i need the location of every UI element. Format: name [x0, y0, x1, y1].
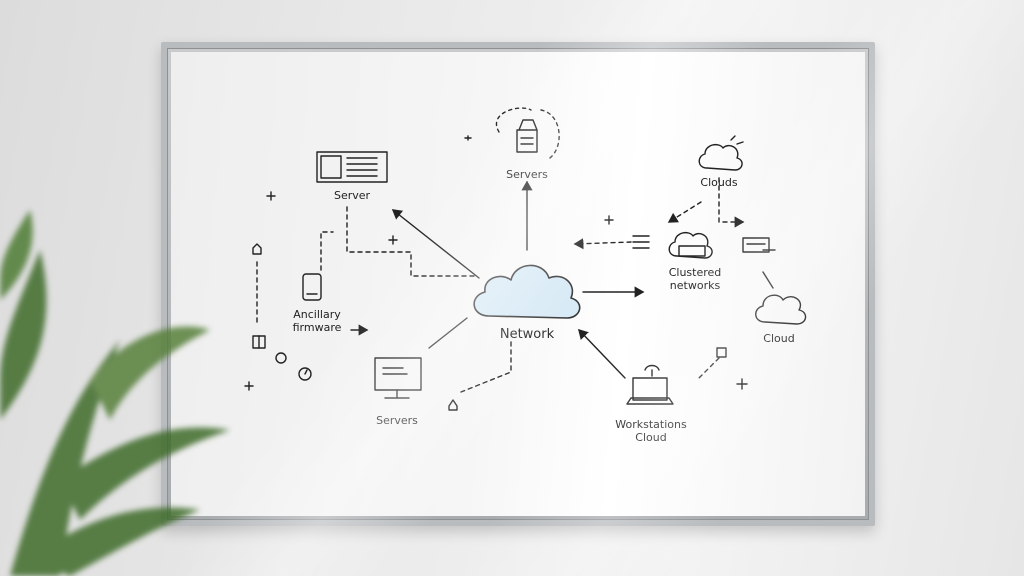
phone-icon — [302, 273, 322, 301]
label-ancillary-line1: Ancillary — [293, 308, 341, 321]
arrow-from-laptop — [578, 328, 626, 379]
monitor-icon — [374, 357, 422, 399]
list-icon — [632, 235, 650, 249]
home-icon — [448, 399, 458, 411]
dashed-link-cloud-right — [698, 357, 720, 379]
circle-icon — [275, 352, 287, 364]
label-workstations-line1: Workstations — [615, 418, 687, 431]
label-servers-bottom: Servers — [376, 414, 418, 427]
server-shield-icon — [516, 119, 538, 153]
label-network: Network — [499, 327, 555, 342]
dashed-link-bottom — [460, 341, 512, 393]
dashed-arrow-left — [573, 238, 632, 250]
label-servers-top: Servers — [506, 168, 548, 181]
label-ancillary-firmware: Ancillary firmware — [293, 308, 342, 334]
label-clouds: Clouds — [700, 176, 738, 189]
cloud-small-icon — [755, 294, 807, 325]
dashed-link-clouds — [718, 177, 745, 228]
link-rightbox-cloud — [762, 271, 774, 289]
laptop-icon — [626, 364, 674, 405]
small-box-icon — [252, 335, 266, 349]
label-cloud-right: Cloud — [763, 332, 795, 345]
dashed-halo-right — [540, 109, 560, 161]
dashed-arrow-clouds — [667, 201, 702, 223]
label-ancillary-line2: firmware — [292, 321, 342, 334]
whiteboard: Server Servers Clouds Network Clustered … — [171, 52, 865, 516]
label-clustered-line1: Clustered — [668, 266, 722, 279]
panel-icon — [742, 237, 776, 253]
dashed-link-phone — [320, 231, 334, 271]
whiteboard-frame: Server Servers Clouds Network Clustered … — [161, 42, 875, 526]
cloud-server-icon — [668, 231, 713, 259]
line-to-monitor — [428, 317, 468, 349]
plus-markers — [244, 135, 748, 391]
small-square-icon — [716, 347, 727, 358]
label-clustered-networks: Clustered networks — [669, 266, 722, 292]
tag-icon — [252, 243, 262, 255]
label-server: Server — [333, 189, 371, 202]
network-diagram — [244, 107, 807, 411]
server-rack-icon — [316, 151, 388, 183]
cloud-icon — [698, 135, 744, 171]
label-workstations-line2: Cloud — [635, 431, 667, 444]
label-clustered-line2: networks — [669, 279, 721, 292]
clock-icon — [298, 367, 312, 381]
label-workstations-cloud: Workstations Cloud — [615, 418, 686, 444]
dashed-link-server — [346, 206, 478, 277]
network-cloud-icon — [473, 264, 581, 319]
arrow-to-server — [391, 209, 480, 279]
